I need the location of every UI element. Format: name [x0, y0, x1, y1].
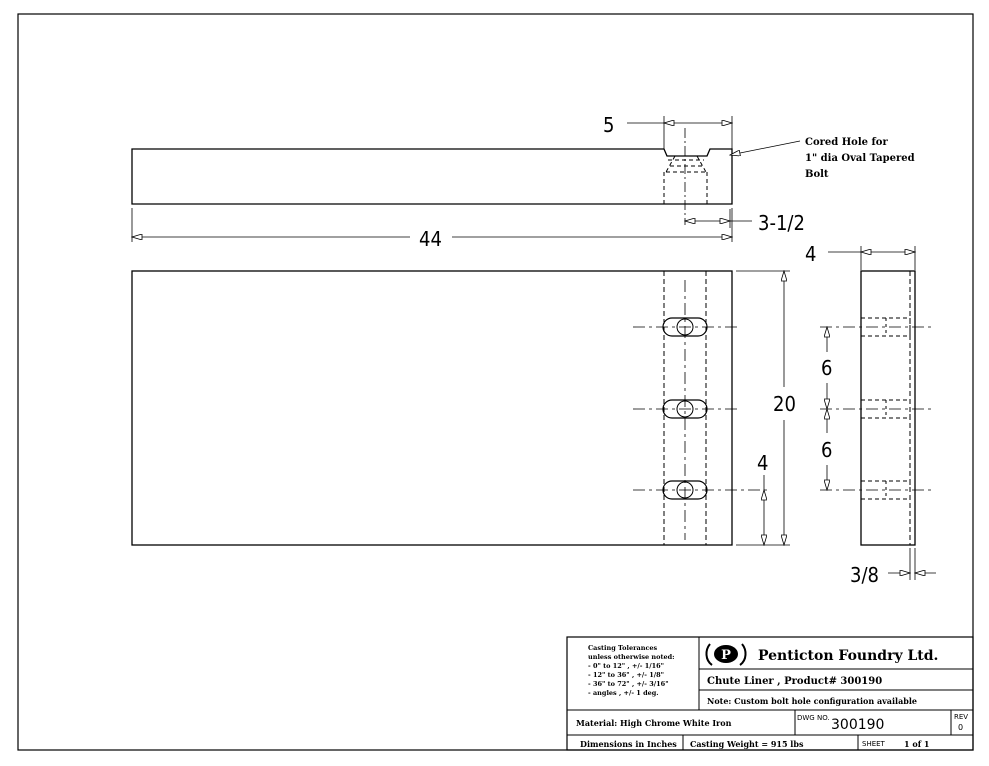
company-name: Penticton Foundry Ltd. [758, 648, 938, 664]
dim-side-width: 4 [805, 242, 816, 266]
tolerance-line-3: - 0" to 12" , +/- 1/16" [588, 662, 664, 670]
callout-line-1: Cored Hole for [805, 137, 888, 148]
units-note: Dimensions in Inches [580, 739, 677, 749]
dim-spacing-1: 6 [821, 356, 832, 380]
sheet-value: 1 of 1 [904, 739, 929, 749]
rev-value: 0 [958, 723, 963, 732]
dim-thickness-offset: 3/8 [850, 563, 879, 587]
callout-line-2: 1" dia Oval Tapered [805, 153, 915, 164]
tolerance-line-6: - angles , +/- 1 deg. [588, 689, 659, 697]
tolerance-line-1: Casting Tolerances [588, 644, 658, 652]
dwg-number: 300190 [831, 717, 884, 733]
dim-spacing-2: 6 [821, 438, 832, 462]
top-view [131, 116, 733, 242]
side-view [820, 246, 932, 580]
sheet-label: SHEET [862, 740, 886, 748]
rev-label: REV [954, 713, 968, 721]
dim-top-width: 5 [603, 113, 614, 137]
tolerance-line-2: unless otherwise noted: [588, 653, 675, 661]
dwg-label: DWG NO. [797, 714, 830, 722]
callout-line-3: Bolt [805, 169, 829, 180]
dim-overall-length: 44 [419, 227, 442, 251]
dim-height: 20 [773, 392, 796, 416]
tolerance-line-5: - 36" to 72" , +/- 3/16" [588, 680, 669, 688]
casting-weight: Casting Weight = 915 lbs [690, 739, 804, 749]
part-name: Chute Liner , Product# 300190 [707, 676, 882, 687]
dim-bottom-hole: 4 [757, 451, 768, 475]
dim-bolt-offset: 3-1/2 [758, 211, 805, 235]
drawing-border [17, 13, 974, 751]
logo-letter: P [721, 648, 731, 663]
front-view [131, 270, 790, 546]
tolerance-line-4: - 12" to 36" , +/- 1/8" [588, 671, 664, 679]
material: Material: High Chrome White Iron [576, 718, 732, 728]
bolt-note: Note: Custom bolt hole configuration ava… [707, 696, 917, 706]
title-block [566, 636, 974, 751]
company-logo: P [705, 643, 747, 666]
